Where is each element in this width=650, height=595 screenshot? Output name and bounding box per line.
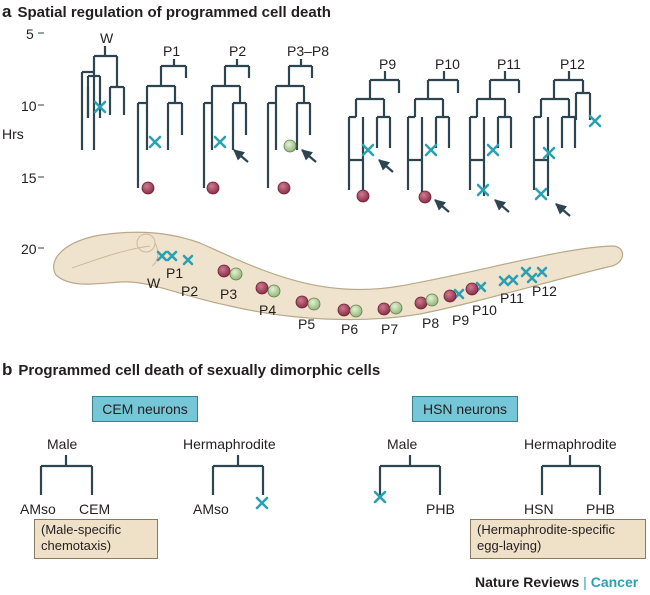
cem-note-line: chemotaxis): [41, 538, 112, 553]
lineage-label: W: [100, 30, 114, 46]
hsn-herm-left-cell: HSN: [524, 501, 554, 517]
publisher-credit: Nature Reviews | Cancer: [475, 574, 638, 590]
axis-tick: 20: [21, 241, 37, 257]
worm-label: P10: [472, 302, 497, 318]
hsn-male-label: Male: [387, 436, 418, 452]
lineage-cells: [141, 139, 432, 204]
dimorphic-trees: [39, 455, 602, 495]
y-axis: [38, 32, 44, 249]
arrows: [233, 149, 571, 217]
lineage-label: P10: [435, 56, 460, 72]
cem-neurons-box: CEM neurons: [92, 396, 198, 422]
lineage-label: P9: [379, 56, 397, 72]
lineage-label: P1: [163, 43, 181, 59]
worm-cells: [217, 264, 479, 318]
axis-tick: 5: [26, 26, 34, 42]
worm-death-marks: [156, 250, 548, 300]
publisher-name: Nature Reviews: [475, 574, 580, 590]
dimorphic-death-marks: [255, 490, 387, 510]
worm-label: P8: [422, 315, 440, 331]
lineage-trees: [80, 46, 592, 196]
worm-label: P1: [166, 265, 184, 281]
worm-label: P9: [452, 312, 470, 328]
lineage-label: P3–P8: [287, 43, 330, 59]
hsn-note-line: egg-laying): [477, 538, 542, 553]
cem-male-right-cell: CEM: [79, 501, 111, 517]
lineage-label: P11: [497, 56, 521, 72]
publisher-section: Cancer: [590, 574, 639, 590]
publisher-separator: |: [579, 574, 591, 590]
cem-function-note: (Male-specific chemotaxis): [34, 519, 158, 559]
worm-label: P4: [259, 302, 277, 318]
cell-death-marks: [93, 100, 602, 201]
hsn-herm-label: Hermaphrodite: [524, 436, 617, 452]
axis-tick: 15: [21, 170, 37, 186]
cem-male-left-cell: AMso: [20, 501, 56, 517]
worm-label: P6: [341, 321, 359, 337]
worm-label: P5: [298, 316, 316, 332]
worm-label: P11: [500, 290, 524, 306]
worm-label: P7: [381, 321, 399, 337]
worm-label: W: [147, 275, 161, 291]
cem-herm-left-cell: AMso: [193, 501, 229, 517]
cem-male-label: Male: [47, 436, 78, 452]
cem-note-line: (Male-specific: [41, 522, 122, 537]
worm-label: P12: [532, 283, 557, 299]
lineage-label: P12: [560, 56, 585, 72]
hsn-herm-right-cell: PHB: [586, 501, 615, 517]
hsn-function-note: (Hermaphrodite-specific egg-laying): [470, 519, 646, 559]
cem-herm-label: Hermaphrodite: [183, 436, 276, 452]
lineage-label: P2: [229, 43, 247, 59]
axis-label: Hrs: [2, 126, 24, 142]
axis-tick: 10: [21, 98, 37, 114]
hsn-note-line: (Hermaphrodite-specific: [477, 522, 615, 537]
hsn-neurons-box: HSN neurons: [412, 396, 518, 422]
hsn-male-right-cell: PHB: [426, 501, 455, 517]
worm-label: P3: [220, 286, 238, 302]
worm: [53, 231, 624, 321]
worm-label: P2: [181, 283, 199, 299]
